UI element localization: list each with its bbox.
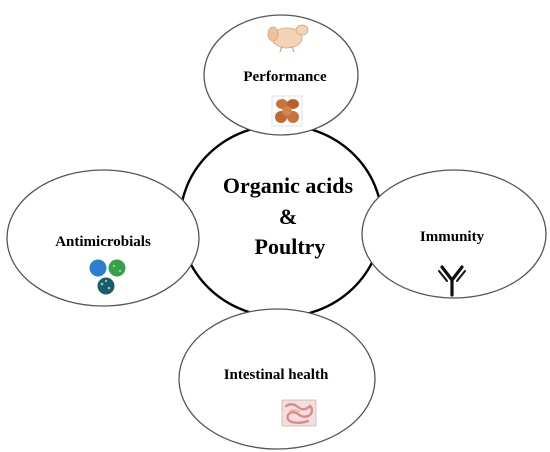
eggs-icon (271, 95, 303, 127)
center-title-line-2: & (279, 204, 297, 229)
antimicrobials-label: Antimicrobials (55, 234, 151, 250)
intestinal-health-ellipse (178, 308, 376, 450)
chicken-icon (267, 24, 309, 53)
immunity-label: Immunity (420, 229, 485, 245)
performance-label: Performance (243, 69, 327, 85)
antimicrobials-ellipse (6, 169, 200, 307)
intestine-icon (281, 399, 317, 427)
intestinal-health-label: Intestinal health (224, 367, 329, 383)
bacteria-icon (89, 259, 126, 295)
antibody-icon (438, 265, 466, 297)
immunity-ellipse (361, 169, 547, 299)
center-title-line-1: Organic acids (223, 173, 354, 198)
performance-ellipse (203, 14, 359, 136)
center-title-line-3: Poultry (255, 234, 326, 259)
